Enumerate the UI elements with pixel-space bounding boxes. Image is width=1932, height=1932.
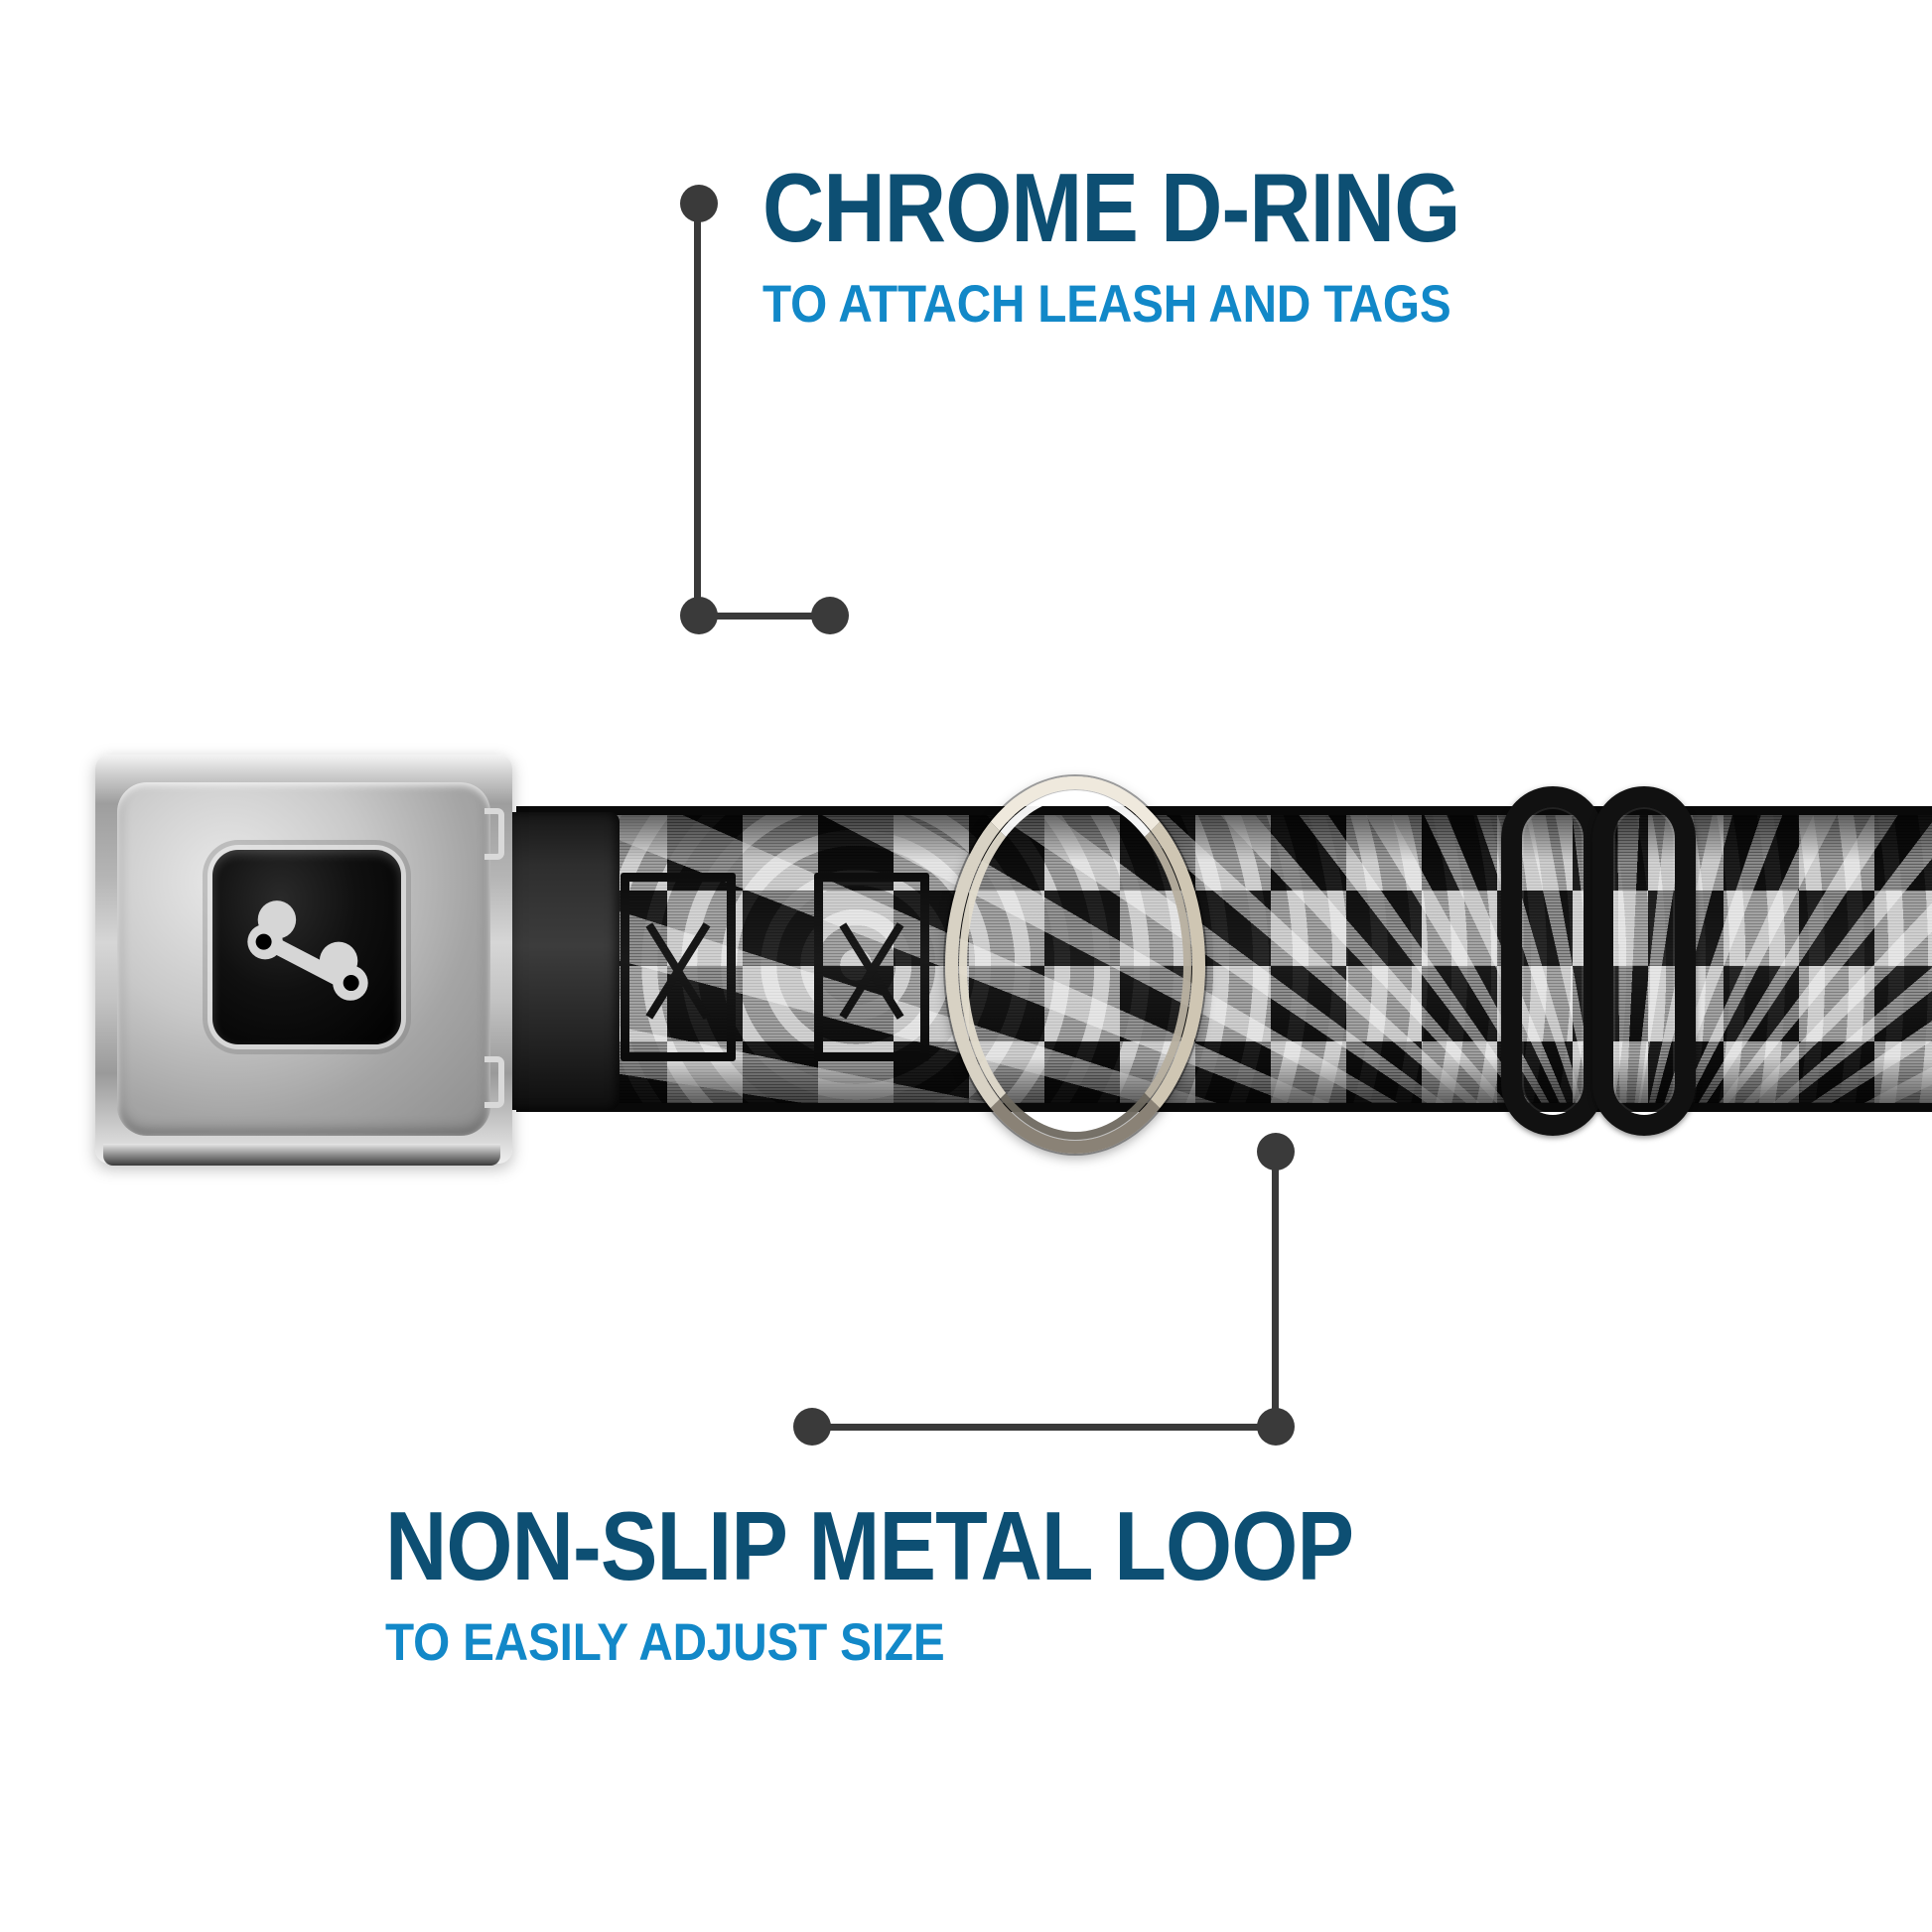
metal-loop-ring-right: [1592, 786, 1696, 1136]
metal-loop-ring-left: [1501, 786, 1604, 1136]
d-ring-inner-band: [959, 790, 1191, 1140]
leader-dot-end-bottom: [793, 1408, 831, 1446]
collar-strap: [516, 806, 1932, 1112]
callout-chrome-d-ring: CHROME D-RING TO ATTACH LEASH AND TAGS: [762, 159, 1555, 331]
buckle-clip-top: [484, 808, 504, 860]
callout-title-non-slip-metal-loop: NON-SLIP METAL LOOP: [385, 1491, 1354, 1600]
leader-dot-target-dring: [811, 597, 849, 634]
leader-dot-corner: [680, 597, 718, 634]
strap-bartack-stitch-2: [814, 873, 929, 1061]
buckle-clip-bottom: [484, 1056, 504, 1108]
callout-subtitle-non-slip-metal-loop: TO EASILY ADJUST SIZE: [385, 1613, 945, 1672]
strap-bartack-stitch-1: [621, 873, 736, 1061]
callout-subtitle-chrome-d-ring: TO ATTACH LEASH AND TAGS: [762, 275, 1451, 334]
buckle-logo-window: [212, 850, 401, 1044]
leader-horizontal-segment: [699, 613, 830, 620]
chrome-d-ring: [945, 776, 1205, 1154]
callout-title-chrome-d-ring: CHROME D-RING: [762, 153, 1460, 262]
callout-non-slip-metal-loop: NON-SLIP METAL LOOP TO EASILY ADJUST SIZ…: [385, 1497, 1485, 1669]
leader-vertical-segment-bottom: [1272, 1152, 1279, 1430]
dog-bone-icon: [247, 900, 368, 1001]
non-slip-metal-loop: [1501, 786, 1696, 1136]
leader-vertical-segment: [694, 204, 701, 616]
leader-horizontal-segment-bottom: [812, 1424, 1276, 1431]
buckle-bottom-lip: [103, 1144, 500, 1166]
